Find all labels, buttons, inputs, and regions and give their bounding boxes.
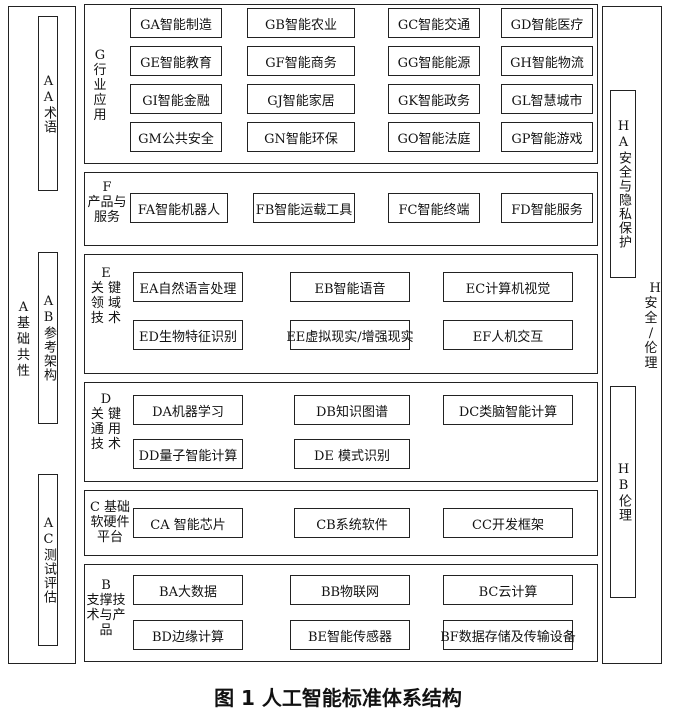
section-g-item: GF智能商务	[247, 46, 355, 76]
section-g-item: GD智能医疗	[501, 8, 593, 38]
section-g-item: GA智能制造	[130, 8, 222, 38]
section-e-item: ED生物特征识别	[133, 320, 243, 350]
section-e-item: EE虚拟现实/增强现实	[286, 320, 414, 350]
section-c-item: CB系统软件	[294, 508, 410, 538]
section-g-item: GC智能交通	[388, 8, 480, 38]
section-b-item: BA大数据	[133, 575, 243, 605]
section-f-label: F 产品与 服务	[87, 180, 127, 225]
section-b-item: BE智能传感器	[290, 620, 410, 650]
section-d-item: DD量子智能计算	[133, 439, 243, 469]
section-d-label: D 关 键 通 用 技 术	[90, 392, 122, 452]
section-f-item: FA智能机器人	[130, 193, 228, 223]
section-f-item: FC智能终端	[388, 193, 480, 223]
section-d-item: DC类脑智能计算	[443, 395, 573, 425]
section-b-item: BC云计算	[443, 575, 573, 605]
section-c-item: CC开发框架	[443, 508, 573, 538]
ab-reference-architecture-box: AB参考架构	[38, 252, 58, 424]
section-b-item: BD边缘计算	[133, 620, 243, 650]
section-g-item: GH智能物流	[501, 46, 593, 76]
section-f-item: FB智能运载工具	[253, 193, 355, 223]
section-b-label: B 支撑技 术与产 品	[86, 578, 126, 638]
ha-security-privacy-box: HA安全与隐私保护	[610, 90, 636, 278]
section-c-label: C 基础 软硬件 平台	[89, 500, 131, 545]
section-g-item: GJ智能家居	[247, 84, 355, 114]
ac-testing-evaluation-box: AC测试评估	[38, 474, 58, 646]
section-b-item: BB物联网	[290, 575, 410, 605]
section-e-item: EA自然语言处理	[133, 272, 243, 302]
section-g-item: GG智能能源	[388, 46, 480, 76]
section-d-item: DB知识图谱	[294, 395, 410, 425]
section-g-item: GL智慧城市	[501, 84, 593, 114]
section-g-item: GP智能游戏	[501, 122, 593, 152]
section-g-item: GI智能金融	[130, 84, 222, 114]
aa-terminology-box: AA术语	[38, 16, 58, 191]
hb-ethics-box: HB伦理	[610, 386, 636, 598]
section-b-item: BF数据存储及传输设备	[440, 620, 576, 650]
a-basic-commonality-label: A 基 础 共 性	[16, 300, 31, 379]
section-g-item: GK智能政务	[388, 84, 480, 114]
h-security-ethics-label: H 安 全 / 伦 理	[644, 281, 661, 371]
section-e-item: EF人机交互	[443, 320, 573, 350]
section-g-item: GO智能法庭	[388, 122, 480, 152]
section-g-item: GM公共安全	[130, 122, 222, 152]
section-e-item: EB智能语音	[290, 272, 410, 302]
section-g-label: G 行 业 应 用	[93, 48, 107, 123]
figure-caption: 图 1 人工智能标准体系结构	[214, 686, 462, 710]
section-d-item: DE 模式识别	[294, 439, 410, 469]
section-g-item: GE智能教育	[130, 46, 222, 76]
section-g-item: GN智能环保	[247, 122, 355, 152]
section-g-item: GB智能农业	[247, 8, 355, 38]
section-c-item: CA 智能芯片	[133, 508, 243, 538]
section-e-label: E 关 键 领 域 技 术	[90, 266, 122, 326]
section-f-item: FD智能服务	[501, 193, 593, 223]
section-d-item: DA机器学习	[133, 395, 243, 425]
section-e-item: EC计算机视觉	[443, 272, 573, 302]
